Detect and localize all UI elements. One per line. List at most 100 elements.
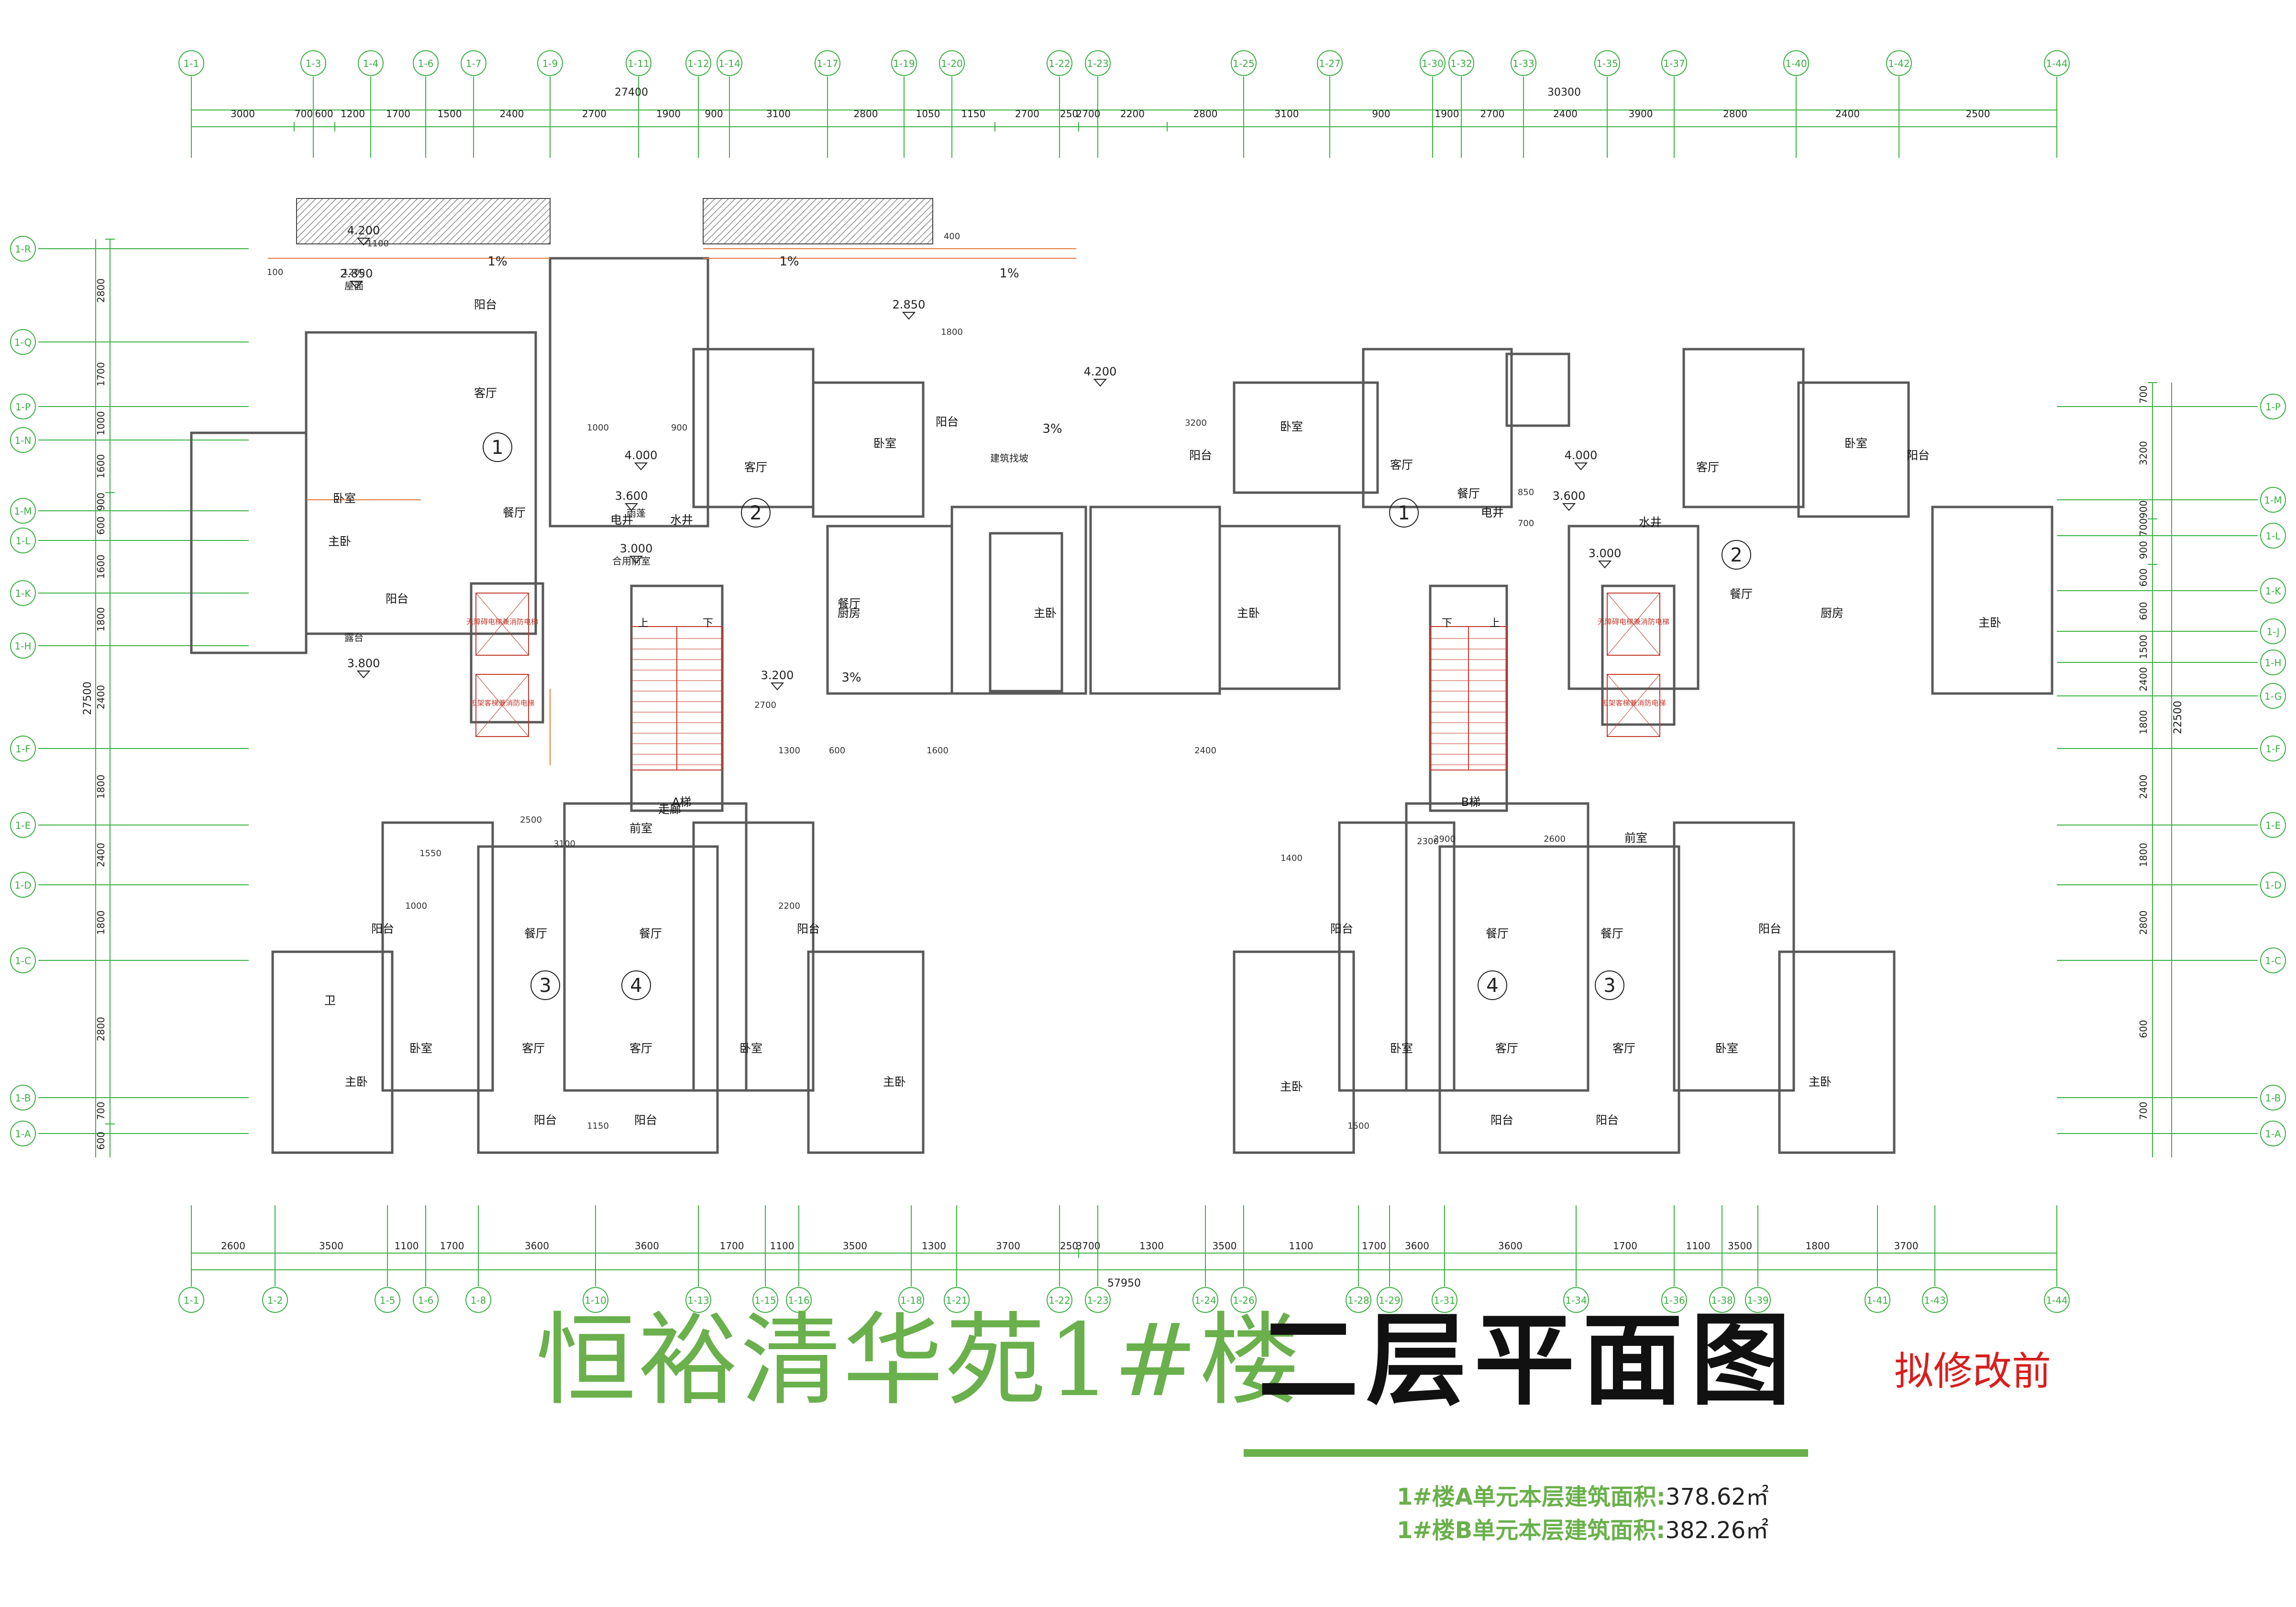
room-label: 主卧 bbox=[1237, 606, 1260, 620]
bottom-axis-label-bubble bbox=[1231, 1287, 1257, 1313]
room-label: 卧室 bbox=[1715, 1042, 1738, 1055]
right-axis-label-bubble bbox=[2260, 394, 2286, 419]
left-axis-label: 1-R bbox=[15, 243, 31, 255]
bottom-dim-value: 250 bbox=[1060, 1240, 1078, 1252]
top-dim-value: 600 bbox=[315, 108, 333, 120]
room-label: 客厅 bbox=[474, 386, 497, 400]
left-axis-label: 1-F bbox=[15, 743, 30, 755]
level-triangle bbox=[1093, 379, 1107, 387]
right-axis-label-bubble bbox=[2260, 487, 2286, 513]
wall-outline bbox=[812, 381, 925, 518]
interior-dim: 2500 bbox=[520, 815, 542, 825]
bottom-axis-label-bubble bbox=[1922, 1287, 1948, 1313]
wall-outline bbox=[807, 950, 925, 1154]
unit-number: 3 bbox=[539, 975, 551, 997]
level-mark: 4.200 bbox=[1084, 365, 1117, 378]
top-dim-value: 3100 bbox=[766, 108, 791, 120]
left-axis-label: 1-K bbox=[15, 588, 31, 599]
left-axis-label: 1-A bbox=[15, 1128, 31, 1140]
room-label: 前室 bbox=[1624, 831, 1647, 845]
drawing-title: 二层平面图 bbox=[1258, 1302, 1799, 1419]
room-label: 水井 bbox=[1639, 516, 1662, 529]
top-axis-label-bubble bbox=[413, 50, 439, 76]
slope-note: 1% bbox=[779, 254, 799, 269]
top-dim-value: 1700 bbox=[386, 108, 410, 120]
bottom-dim-value: 1100 bbox=[395, 1240, 419, 1252]
room-label: 客厅 bbox=[744, 461, 767, 474]
top-axis-label-bubble bbox=[1661, 50, 1687, 76]
right-dim-value: 700 bbox=[2138, 1101, 2149, 1120]
bottom-axis-label: 1-10 bbox=[585, 1295, 606, 1306]
top-axis-label: 1-35 bbox=[1596, 58, 1618, 69]
elevator-label: 无障碍电梯兼消防电梯 bbox=[1598, 617, 1669, 626]
bottom-axis-label: 1-34 bbox=[1565, 1295, 1587, 1306]
top-dim-value: 2700 bbox=[1076, 108, 1101, 120]
wall-outline bbox=[692, 348, 815, 508]
interior-dim: 1100 bbox=[367, 239, 389, 249]
unit-number: 2 bbox=[750, 502, 762, 524]
interior-dim: 900 bbox=[671, 423, 687, 433]
area-unit-a: 1#楼A单元本层建筑面积:378.62㎡ bbox=[1397, 1478, 1769, 1511]
bottom-dim-total: 57950 bbox=[1107, 1277, 1141, 1289]
bottom-axis-label-bubble bbox=[1563, 1287, 1589, 1313]
left-axis-label-bubble bbox=[10, 1085, 36, 1111]
room-label: 餐厅 bbox=[1486, 927, 1509, 940]
level-mark: 4.000 bbox=[625, 449, 658, 462]
wall-outline bbox=[1673, 821, 1795, 1092]
elevator-shaft bbox=[1607, 593, 1660, 656]
level-triangle bbox=[634, 462, 648, 471]
unit-number: 2 bbox=[1730, 544, 1742, 566]
top-axis-label: 1-44 bbox=[2046, 58, 2067, 69]
left-axis-label: 1-H bbox=[15, 640, 32, 652]
unit-number: 3 bbox=[1603, 975, 1615, 997]
bottom-axis-label-bubble bbox=[583, 1287, 608, 1313]
bottom-axis-label: 1-44 bbox=[2046, 1295, 2067, 1306]
right-axis-label-bubble bbox=[2260, 683, 2286, 709]
bottom-axis-label: 1-1 bbox=[184, 1295, 199, 1306]
interior-dim: 1150 bbox=[587, 1121, 609, 1131]
elevator-shaft bbox=[1607, 674, 1660, 737]
top-dim-value: 1150 bbox=[961, 108, 986, 120]
left-dim-value: 2400 bbox=[95, 685, 107, 709]
wall-outline bbox=[190, 431, 308, 654]
room-label: 主卧 bbox=[328, 535, 351, 548]
room-label: 餐厅 bbox=[524, 927, 547, 940]
unit-number-circle bbox=[621, 970, 651, 1000]
top-axis-label-bubble bbox=[1317, 50, 1343, 76]
room-label: 电井 bbox=[1481, 506, 1504, 519]
top-axis-label-bubble bbox=[891, 50, 917, 76]
left-dim-value: 600 bbox=[95, 517, 107, 535]
wall-outline bbox=[950, 506, 1087, 695]
bottom-axis-label: 1-24 bbox=[1194, 1295, 1216, 1306]
right-dim-value: 900 bbox=[2138, 541, 2149, 559]
room-label: 水井 bbox=[670, 513, 693, 527]
interior-dim: 2900 bbox=[1434, 834, 1456, 844]
right-dim-value: 2400 bbox=[2138, 667, 2149, 692]
right-dim-value: 3200 bbox=[2138, 441, 2149, 465]
room-label: 客厅 bbox=[522, 1042, 545, 1055]
wall-outline bbox=[1362, 348, 1513, 508]
top-axis-label: 1-11 bbox=[628, 58, 649, 69]
room-label: 客厅 bbox=[1495, 1042, 1518, 1055]
unit-number-circle bbox=[530, 970, 560, 1000]
right-dim-value: 600 bbox=[2138, 1020, 2149, 1038]
bottom-axis-label-bubble bbox=[465, 1287, 491, 1313]
level-note: 露台 bbox=[344, 632, 364, 643]
top-axis-label: 1-20 bbox=[941, 58, 962, 69]
interior-dim: 2400 bbox=[1194, 746, 1216, 756]
interior-dim: 1600 bbox=[927, 746, 949, 756]
top-dim-value: 1050 bbox=[916, 108, 940, 120]
bottom-axis-label: 1-5 bbox=[380, 1295, 396, 1306]
left-dim-value: 1700 bbox=[95, 362, 107, 386]
interior-dim: 1300 bbox=[778, 746, 800, 756]
level-triangle bbox=[624, 503, 639, 511]
area-unit-a-label: 1#楼A单元本层建筑面积: bbox=[1397, 1484, 1666, 1510]
top-axis-label: 1-6 bbox=[418, 58, 434, 69]
top-dim-value: 2200 bbox=[1120, 108, 1145, 120]
left-axis-label-bubble bbox=[10, 736, 36, 761]
top-axis-label: 1-9 bbox=[542, 58, 558, 69]
right-axis-label: 1-P bbox=[2265, 401, 2281, 413]
top-axis-label: 1-37 bbox=[1663, 58, 1685, 69]
right-axis-label: 1-D bbox=[2264, 880, 2281, 891]
wall-outline bbox=[271, 950, 394, 1154]
